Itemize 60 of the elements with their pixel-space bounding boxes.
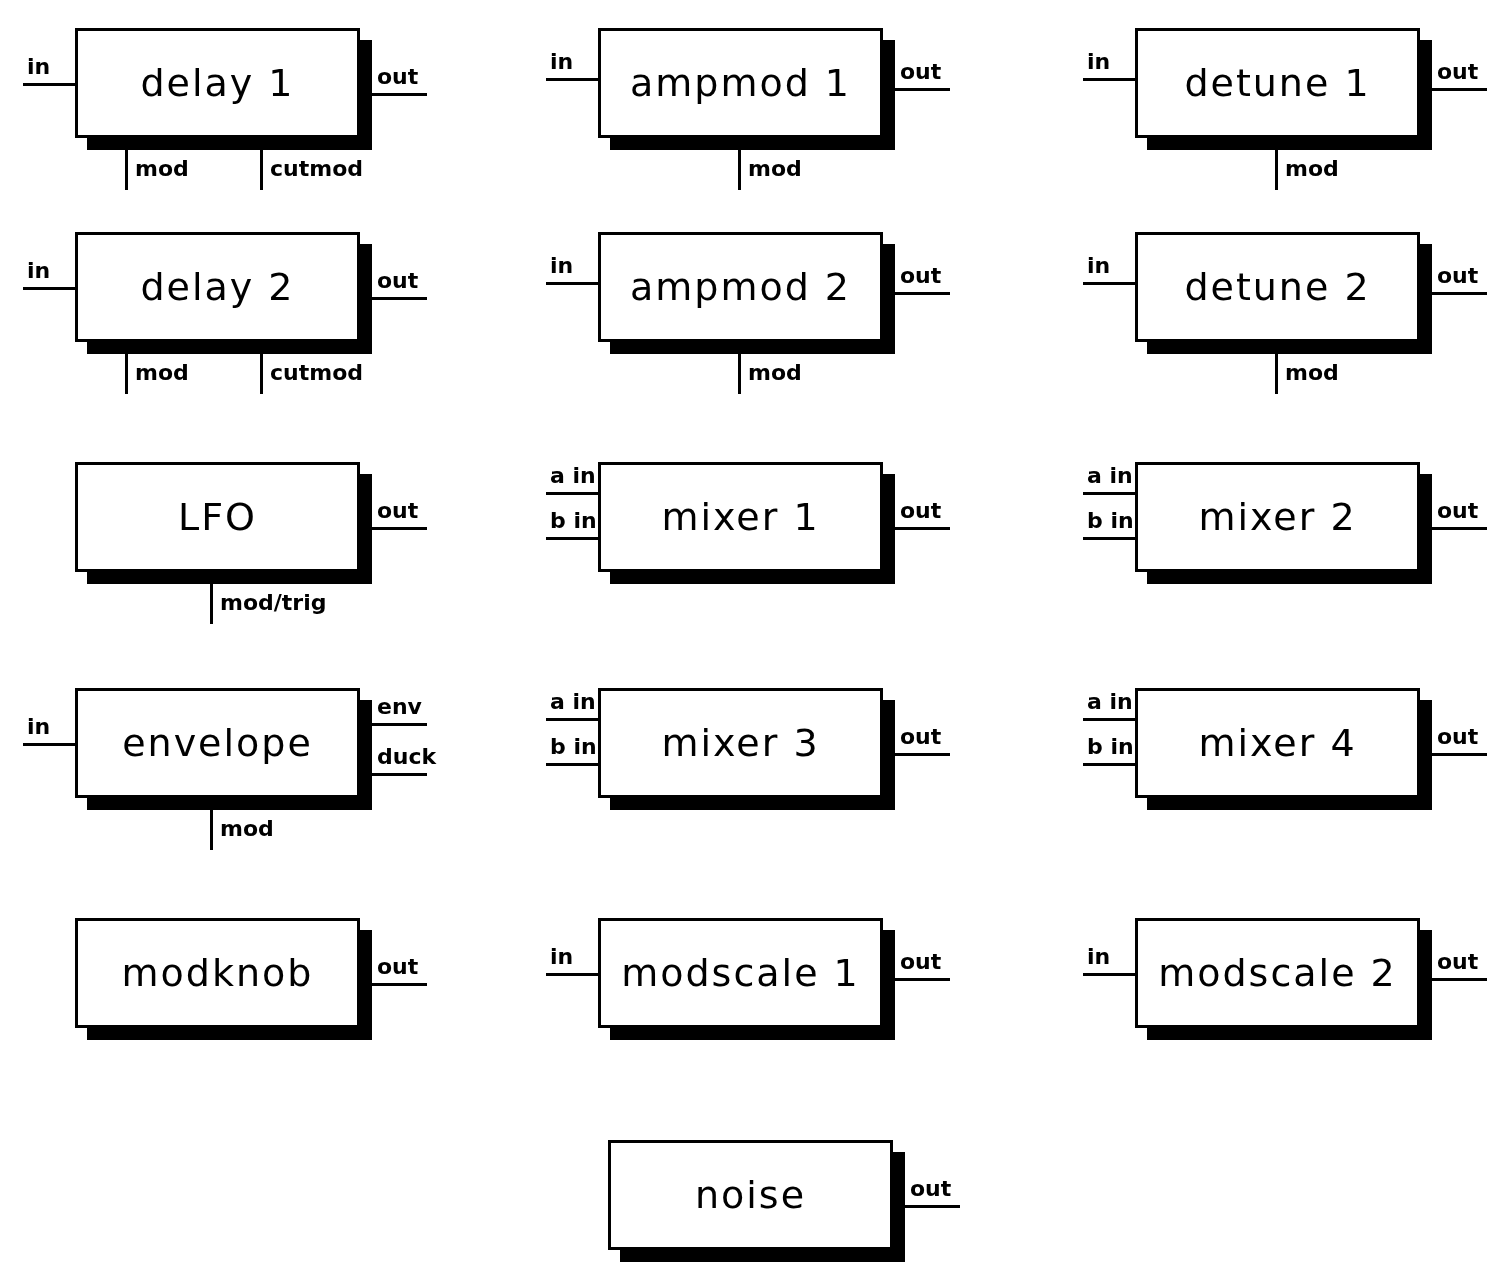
module-name: detune 2 — [1184, 265, 1371, 309]
port-label: b in — [550, 508, 597, 534]
port-label: mod/trig — [220, 590, 327, 616]
module-name: modknob — [121, 951, 314, 995]
port-label: out — [377, 64, 419, 90]
port-label: in — [1087, 49, 1111, 75]
port-label: out — [377, 268, 419, 294]
module-name: mixer 2 — [1198, 495, 1357, 539]
port-label: out — [900, 263, 942, 289]
port-label: in — [550, 49, 574, 75]
module-name: modscale 1 — [621, 951, 860, 995]
port-label: in — [1087, 944, 1111, 970]
module-name: detune 1 — [1184, 61, 1371, 105]
port-label: out — [910, 1176, 952, 1202]
module-name: mixer 1 — [661, 495, 820, 539]
port-label: b in — [550, 734, 597, 760]
port-label: out — [900, 59, 942, 85]
module-name: delay 1 — [140, 61, 295, 105]
module-name: ampmod 1 — [629, 61, 852, 105]
port-label: out — [377, 954, 419, 980]
module-name: mixer 3 — [661, 721, 820, 765]
port-label: a in — [1087, 689, 1133, 715]
port-label: out — [1437, 498, 1479, 524]
module-name: delay 2 — [140, 265, 295, 309]
port-label: mod — [135, 360, 189, 386]
port-label: in — [27, 714, 51, 740]
port-label: mod — [1285, 360, 1339, 386]
port-label: cutmod — [270, 360, 363, 386]
port-label: duck — [377, 744, 437, 770]
port-label: in — [550, 944, 574, 970]
port-label: out — [1437, 724, 1479, 750]
port-label: mod — [220, 816, 274, 842]
port-label: out — [1437, 59, 1479, 85]
port-label: env — [377, 694, 422, 720]
port-label: mod — [135, 156, 189, 182]
port-label: a in — [1087, 463, 1133, 489]
port-label: out — [900, 724, 942, 750]
port-label: in — [27, 54, 51, 80]
port-label: out — [1437, 263, 1479, 289]
port-label: mod — [1285, 156, 1339, 182]
port-label: out — [900, 498, 942, 524]
port-label: out — [1437, 949, 1479, 975]
module-name: noise — [694, 1173, 807, 1217]
port-label: mod — [748, 156, 802, 182]
module-name: envelope — [122, 721, 313, 765]
module-name: mixer 4 — [1198, 721, 1357, 765]
port-label: out — [900, 949, 942, 975]
port-label: in — [550, 253, 574, 279]
port-label: a in — [550, 689, 596, 715]
module-name: ampmod 2 — [629, 265, 852, 309]
port-label: cutmod — [270, 156, 363, 182]
port-label: in — [1087, 253, 1111, 279]
port-label: b in — [1087, 508, 1134, 534]
port-label: a in — [550, 463, 596, 489]
port-label: in — [27, 258, 51, 284]
port-label: out — [377, 498, 419, 524]
module-name: modscale 2 — [1158, 951, 1397, 995]
port-label: mod — [748, 360, 802, 386]
module-name: LFO — [178, 495, 257, 539]
port-label: b in — [1087, 734, 1134, 760]
